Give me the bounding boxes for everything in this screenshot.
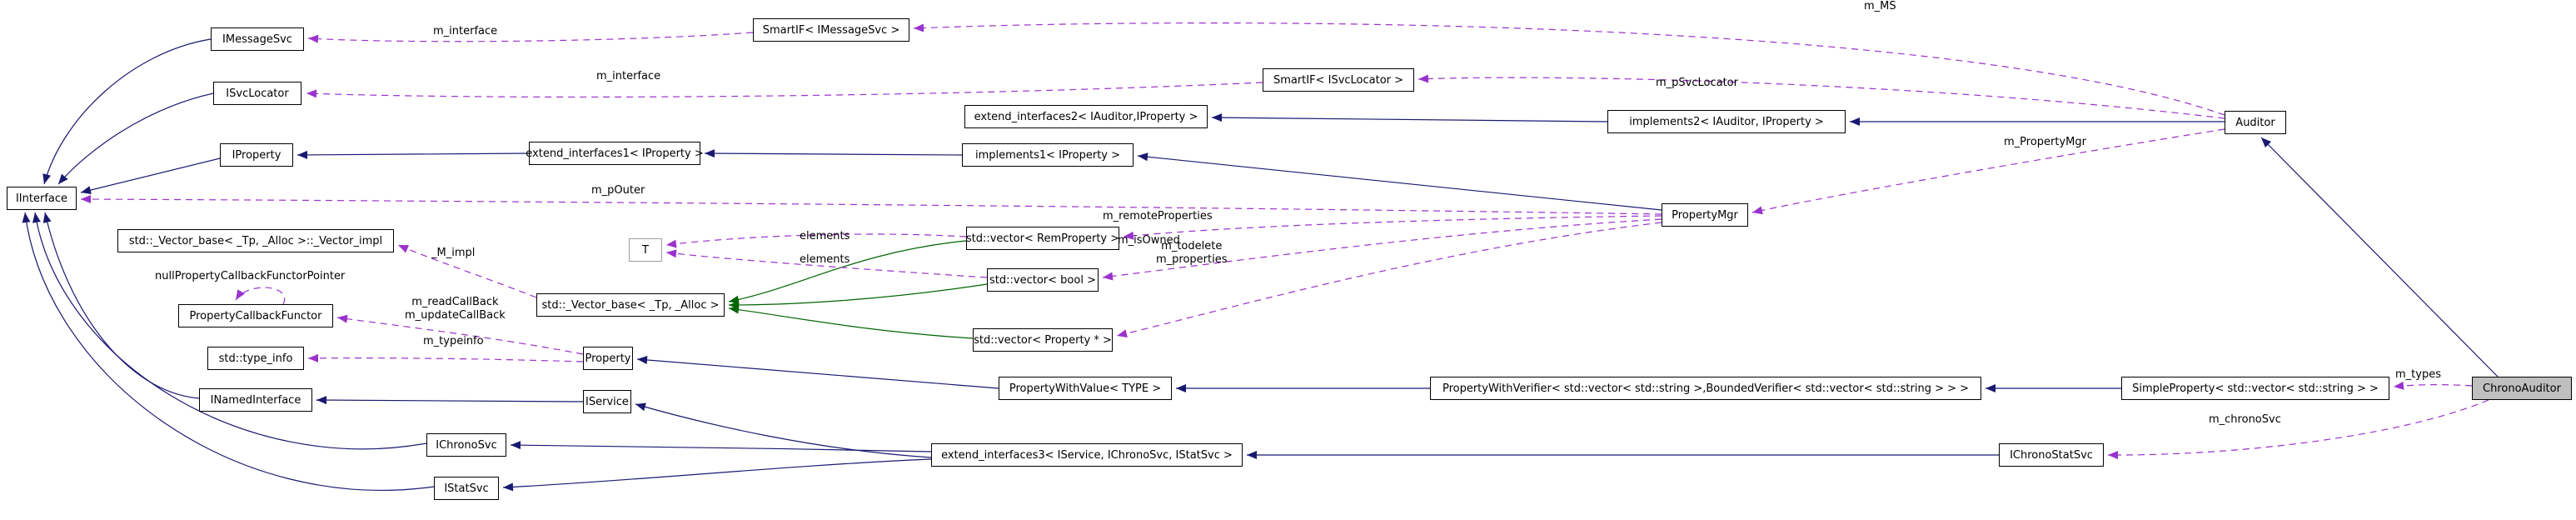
node-istatsvc[interactable]: IStatSvc	[434, 477, 499, 500]
edge-smartif-isvclocator-to-isvclocator	[306, 82, 1263, 98]
node-chronoauditor[interactable]: ChronoAuditor	[2472, 377, 2572, 400]
edge-vector-remproperty-to-vector-base	[728, 240, 967, 304]
edge-label-m-ms: m_MS	[1864, 0, 1896, 12]
edge-propertymgr-to-vector-bool	[1102, 218, 1662, 281]
node-propertywithvalue[interactable]: PropertyWithValue< TYPE >	[999, 377, 1172, 400]
edge-auditor-to-smartif-isvclocator	[1418, 74, 2225, 119]
node-iservice[interactable]: IService	[583, 390, 631, 413]
node-inamedinterface[interactable]: INamedInterface	[199, 388, 312, 412]
node-vectorimpl[interactable]: std::_Vector_base< _Tp, _Alloc >::_Vecto…	[117, 229, 394, 252]
edge-label-m-chronosvc: m_chronoSvc	[2209, 413, 2281, 426]
edge-label-m-isowned: m_isOwned	[1118, 234, 1180, 247]
node-iinterface[interactable]: IInterface	[7, 187, 77, 210]
edge-chronoauditor-to-simpleproperty	[2393, 381, 2473, 390]
edge-inamedinterface-to-iinterface	[42, 212, 200, 399]
edge-label-m-typeinfo: m_typeinfo	[423, 335, 484, 348]
edge-auditor-to-smartif-imessagesvc	[913, 22, 2225, 116]
edge-vector-property-to-vector-base	[728, 305, 974, 339]
edge-extend-interfaces3-to-ichronosvc	[510, 441, 932, 452]
edge-imessagesvc-to-iinterface	[42, 38, 212, 185]
edge-label-m-interface-ms: m_interface	[433, 25, 498, 38]
node-vector-remproperty[interactable]: std::vector< RemProperty >	[966, 227, 1119, 250]
node-ichronosvc[interactable]: IChronoSvc	[426, 433, 506, 457]
node-isvclocator[interactable]: ISvcLocator	[213, 82, 301, 105]
node-propertymgr[interactable]: PropertyMgr	[1662, 203, 1748, 227]
edge-implements2-to-extend-interfaces2	[1211, 113, 1608, 122]
edge-propertywithvalue-to-property	[636, 355, 999, 389]
edge-propertycallbackfunctor-self-loop	[235, 287, 286, 305]
edge-property-to-typeinfo	[307, 353, 584, 362]
node-t[interactable]: T	[629, 238, 662, 262]
edge-auditor-to-propertymgr	[1751, 128, 2225, 215]
edge-label-m-pouter: m_pOuter	[591, 184, 645, 197]
edge-label-m-types: m_types	[2395, 368, 2441, 381]
node-propertywithverifier[interactable]: PropertyWithVerifier< std::vector< std::…	[1430, 377, 1981, 400]
edge-property-to-propertycallbackfunctor	[336, 314, 584, 355]
edge-label-m-impl: _M_impl	[431, 247, 476, 259]
node-implements1[interactable]: implements1< IProperty >	[962, 143, 1134, 167]
edge-label-nullpropertycallbackfunctorpointer: nullPropertyCallbackFunctorPointer	[155, 270, 346, 282]
edge-chronoauditor-to-auditor	[2260, 137, 2499, 378]
edge-propertymgr-to-vector-property	[1116, 222, 1662, 338]
node-ichronostatsvc[interactable]: IChronoStatSvc	[1999, 443, 2104, 467]
edge-ichronosvc-to-iinterface	[32, 212, 427, 450]
node-vector-bool[interactable]: std::vector< bool >	[987, 268, 1099, 292]
node-implements2[interactable]: implements2< IAuditor, IProperty >	[1607, 110, 1846, 133]
edge-smartif-imessagesvc-to-imessagesvc	[307, 32, 754, 43]
edge-istatsvc-to-iinterface	[22, 212, 435, 491]
node-extend-interfaces2[interactable]: extend_interfaces2< IAuditor,IProperty >	[964, 105, 1208, 128]
node-typeinfo[interactable]: std::type_info	[207, 347, 304, 370]
edge-label-m-remoteproperties: m_remoteProperties	[1103, 210, 1213, 222]
edge-label-elements-2: elements	[800, 253, 850, 266]
edge-label-m-todelete-properties: m_todelete m_properties	[1156, 240, 1228, 266]
node-extend-interfaces1[interactable]: extend_interfaces1< IProperty >	[526, 142, 704, 165]
edge-iproperty-to-iinterface	[80, 158, 221, 194]
edge-vector-remproperty-to-t	[665, 233, 967, 248]
edge-label-elements-1: elements	[800, 230, 850, 242]
edge-iservice-to-inamedinterface	[316, 396, 584, 405]
edge-label-m-interface-svc: m_interface	[596, 70, 661, 82]
edge-extend-interfaces3-to-istatsvc	[502, 458, 932, 492]
edge-label-m-readcallback-updatecallback: m_readCallBack m_updateCallBack	[405, 296, 506, 322]
edge-propertymgr-to-vector-remproperty	[1123, 215, 1662, 240]
node-auditor[interactable]: Auditor	[2225, 111, 2286, 134]
edge-label-m-propertymgr: m_PropertyMgr	[2004, 136, 2086, 148]
edge-isvclocator-to-iinterface	[57, 92, 214, 185]
node-smartif-isvclocator[interactable]: SmartIF< ISvcLocator >	[1263, 68, 1414, 92]
edge-extend-interfaces1-to-iproperty	[296, 150, 530, 159]
node-extend-interfaces3[interactable]: extend_interfaces3< IService, IChronoSvc…	[931, 443, 1243, 467]
node-smartif-imessagesvc[interactable]: SmartIF< IMessageSvc >	[753, 18, 909, 42]
node-iproperty[interactable]: IProperty	[220, 143, 293, 167]
node-vector-property[interactable]: std::vector< Property * >	[973, 328, 1113, 352]
node-imessagesvc[interactable]: IMessageSvc	[211, 28, 304, 51]
edge-vector-base-to-vectorimpl	[397, 244, 537, 298]
edge-vector-bool-to-t	[665, 249, 988, 278]
edge-propertymgr-to-iinterface	[80, 195, 1662, 215]
edge-label-m-psvclocator: m_pSvcLocator	[1656, 77, 1738, 89]
node-vector-base[interactable]: std::_Vector_base< _Tp, _Alloc >	[536, 293, 725, 317]
edge-propertymgr-to-implements1	[1137, 152, 1662, 211]
edge-chronoauditor-to-ichronostatsvc	[2107, 399, 2489, 460]
edge-implements1-to-extend-interfaces1	[704, 149, 963, 158]
edge-extend-interfaces3-to-iservice	[635, 402, 932, 458]
node-simpleproperty[interactable]: SimpleProperty< std::vector< std::string…	[2121, 377, 2389, 400]
edge-vector-bool-to-vector-base	[728, 283, 988, 309]
node-propertycallbackfunctor[interactable]: PropertyCallbackFunctor	[178, 304, 333, 328]
node-property[interactable]: Property	[583, 347, 633, 370]
